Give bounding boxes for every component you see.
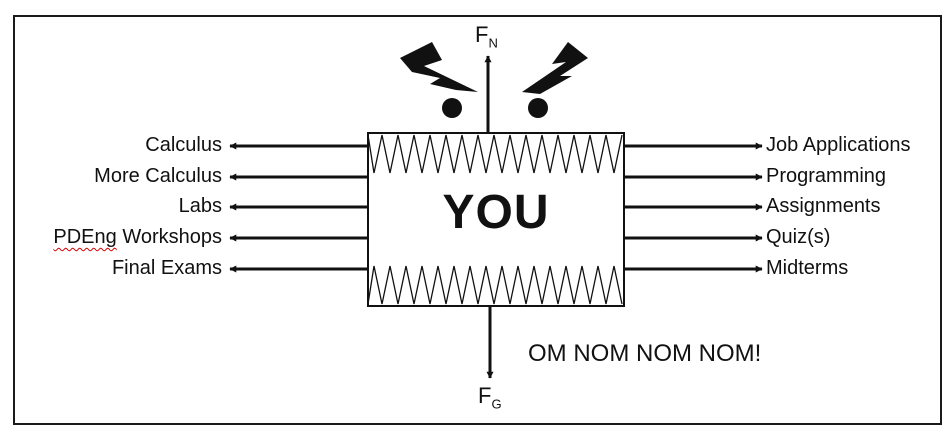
right-eye: [528, 98, 548, 118]
normal-force-subscript: N: [488, 35, 498, 51]
you-box: [367, 132, 625, 307]
spellcheck-underline: PDEng: [53, 226, 117, 248]
left-lightning-bolt-icon: [400, 42, 478, 92]
left-arrow-label: Calculus: [22, 134, 222, 156]
left-arrows-group: [229, 142, 367, 273]
left-arrow-label-text: Calculus: [145, 134, 222, 156]
you-label: YOU: [442, 186, 550, 239]
left-arrow-label-text: Labs: [178, 195, 222, 217]
left-eye: [442, 98, 462, 118]
right-arrows-group: [625, 142, 763, 273]
right-arrow-label: Midterms: [766, 257, 849, 279]
right-arrow-label: Programming: [766, 165, 887, 187]
gravity-force-symbol: F: [478, 383, 492, 408]
left-arrow-label-text: More Calculus: [94, 165, 222, 187]
gravity-force-label: FG: [478, 383, 502, 411]
gravity-force-subscript: G: [491, 396, 502, 412]
right-arrow-label: Quiz(s): [766, 226, 831, 248]
normal-force-symbol: F: [475, 22, 489, 47]
right-lightning-bolt-icon: [522, 42, 588, 94]
left-arrow-label: More Calculus: [22, 165, 222, 187]
right-arrow-label: Job Applications: [766, 134, 911, 156]
top-teeth: [367, 134, 623, 174]
left-arrow-label-text: Final Exams: [111, 257, 222, 279]
left-arrow-label-text: PDEng Workshops: [53, 226, 222, 248]
normal-force-label: FN: [475, 22, 498, 50]
left-arrow-label: Final Exams: [22, 257, 222, 279]
om-nom-caption: OM NOM NOM NOM!: [528, 340, 762, 367]
left-arrow-label: PDEng Workshops: [22, 226, 222, 248]
left-arrow-label: Labs: [22, 195, 222, 217]
bottom-teeth: [367, 265, 623, 305]
right-arrow-label: Assignments: [766, 195, 881, 217]
